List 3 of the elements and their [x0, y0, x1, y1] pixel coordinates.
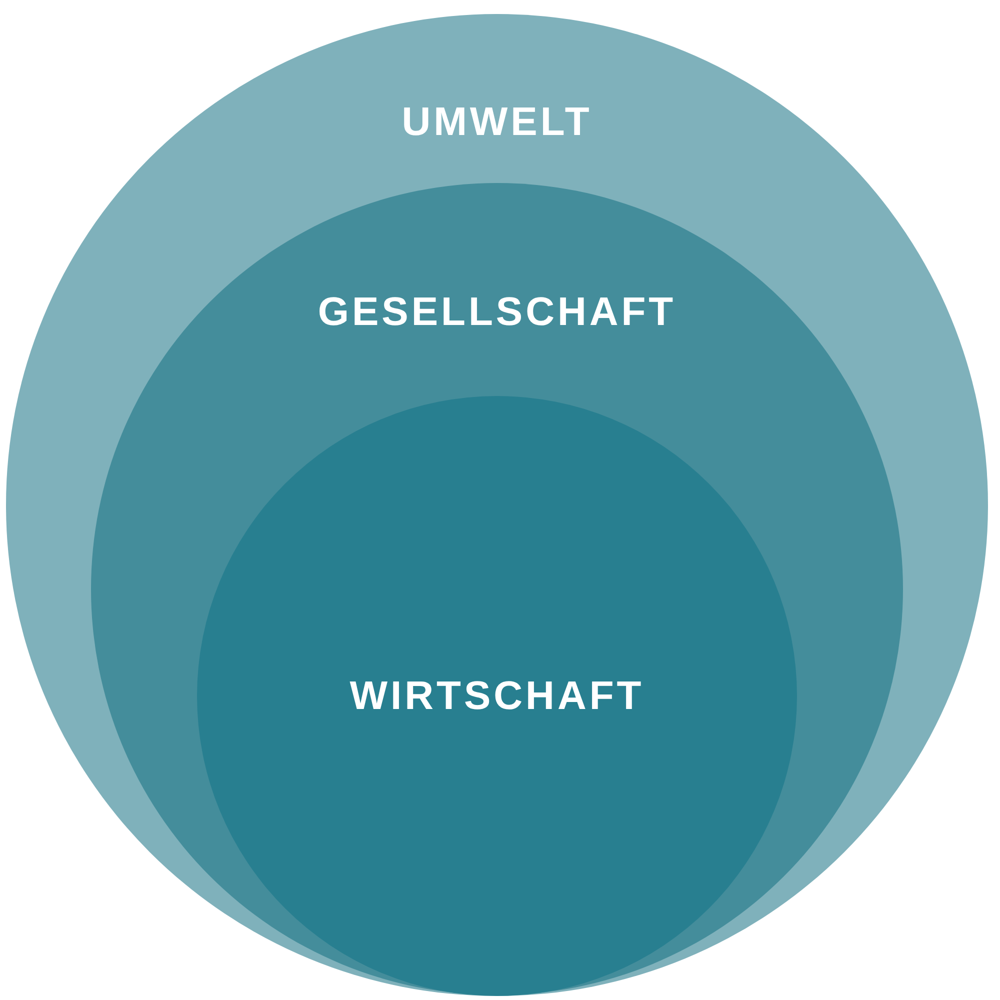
circle-label: WIRTSCHAFT: [348, 673, 646, 720]
circle-label: UMWELT: [400, 99, 594, 146]
circle-label: GESELLSCHAFT: [316, 289, 678, 336]
